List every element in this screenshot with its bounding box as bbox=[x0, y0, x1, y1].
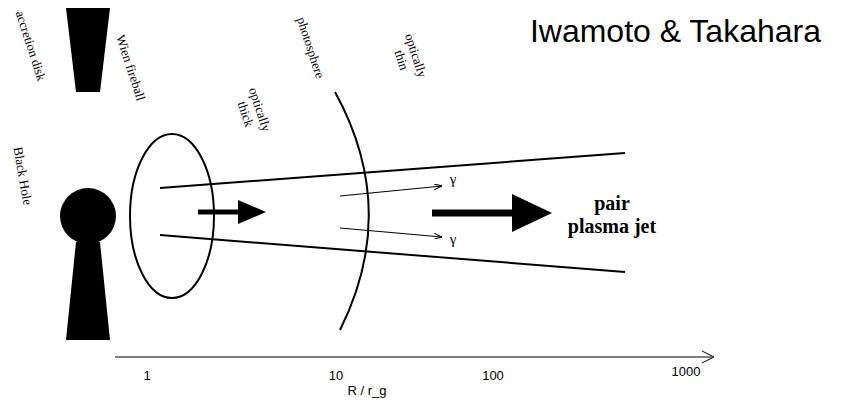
part-label: Wien fireball bbox=[112, 33, 147, 103]
diagram-title: Iwamoto & Takahara bbox=[530, 12, 821, 50]
region-label: optically thick bbox=[228, 78, 276, 146]
axis-arrow-head bbox=[702, 351, 714, 363]
black-hole bbox=[60, 188, 116, 244]
axis-title: R / r_g bbox=[347, 384, 386, 399]
axis-tick-label: 100 bbox=[482, 369, 504, 384]
photon-symbol: γ bbox=[450, 231, 457, 248]
axis-line bbox=[115, 357, 712, 358]
jet-label: pair plasma jet bbox=[566, 192, 658, 238]
wien-fireball bbox=[130, 134, 214, 298]
flow-arrow-head bbox=[512, 194, 552, 232]
axis-tick-label: 1 bbox=[143, 369, 150, 384]
jet-edge bbox=[160, 235, 625, 272]
flow-arrow bbox=[432, 210, 515, 217]
accretion-disk-top bbox=[66, 8, 110, 92]
region-label: optically thin bbox=[384, 24, 432, 92]
photon-symbol: γ bbox=[450, 171, 457, 188]
part-label: photosphere bbox=[293, 15, 327, 80]
accretion-disk-bottom bbox=[66, 242, 110, 340]
flow-arrow bbox=[198, 210, 240, 215]
photon-arrow bbox=[340, 186, 442, 196]
part-label: Black Hole bbox=[10, 146, 35, 207]
jet-edge bbox=[160, 153, 625, 188]
photon-arrow bbox=[340, 228, 442, 237]
photosphere-arc bbox=[335, 92, 369, 330]
flow-arrow-head bbox=[238, 200, 266, 224]
part-label: accretion disk bbox=[12, 9, 49, 83]
axis-tick-label: 10 bbox=[329, 369, 343, 384]
axis-tick-label: 1000 bbox=[672, 365, 701, 380]
